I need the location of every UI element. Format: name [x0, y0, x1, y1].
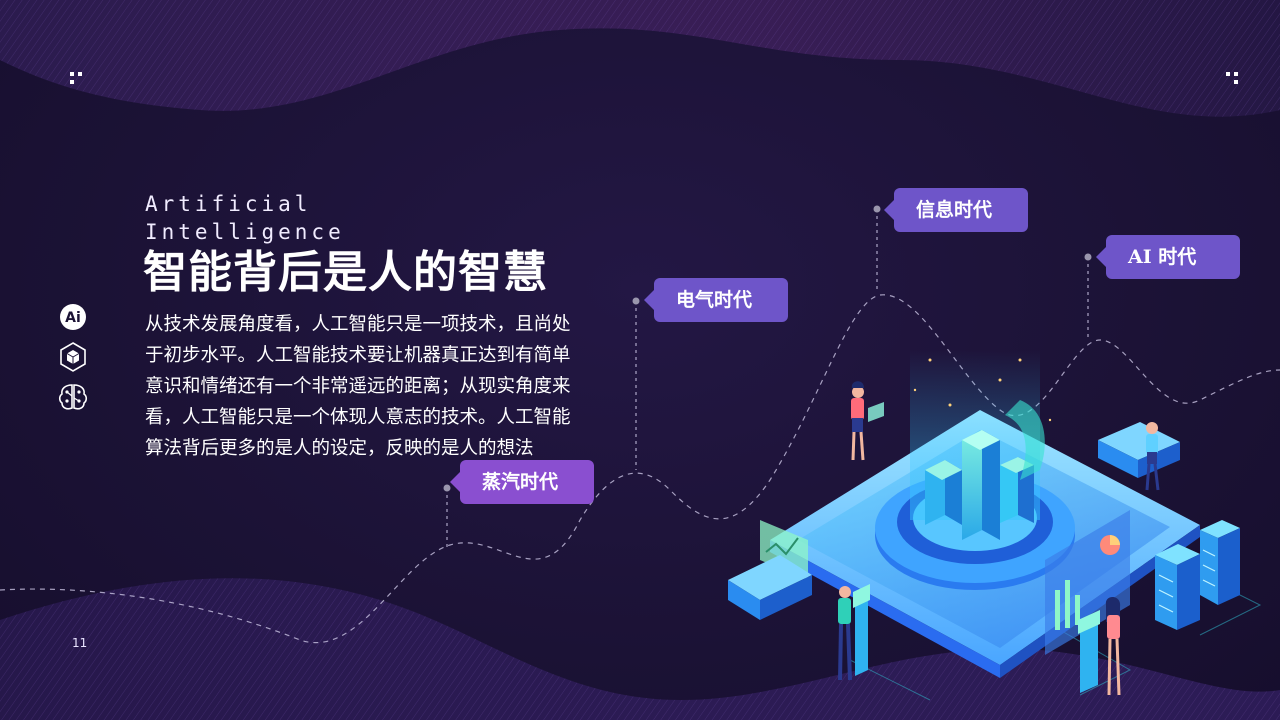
corner-mark-top-right	[1226, 72, 1242, 88]
ai-badge-icon: Ai	[60, 304, 86, 330]
slide-subtitle: Artificial Intelligence	[145, 192, 345, 244]
isometric-ai-illustration	[728, 350, 1262, 701]
era-label-steam: 蒸汽时代	[450, 460, 594, 504]
slide-title: 智能背后是人的智慧	[143, 247, 548, 298]
cube-hexagon-icon	[60, 342, 86, 372]
side-icon-column: Ai	[56, 300, 92, 420]
era-label-ai: AI 时代	[1096, 235, 1240, 279]
slide-body-text: 从技术发展角度看，人工智能只是一项技术，且尚处于初步水平。人工智能技术要让机器真…	[145, 314, 571, 459]
corner-mark-top-left	[70, 72, 86, 88]
ai-badge-label: Ai	[65, 310, 81, 326]
era-label-information: 信息时代	[884, 188, 1028, 232]
page-number: 11	[72, 636, 88, 650]
era-label-electric: 电气时代	[644, 278, 788, 322]
brain-circuit-icon	[58, 384, 88, 410]
